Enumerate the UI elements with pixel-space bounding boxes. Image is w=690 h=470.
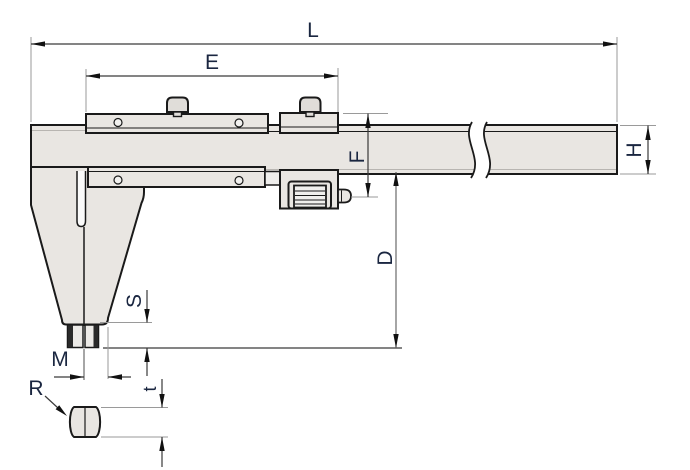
dim-label-R: R <box>28 377 43 400</box>
caliper-drawing <box>30 96 618 438</box>
dim-label-D: D <box>374 250 397 265</box>
dim-label-F: F <box>346 151 369 164</box>
dimension-L <box>30 37 618 122</box>
fine-adjust-step <box>264 170 281 186</box>
dimension-S <box>100 290 152 376</box>
dim-label-L: L <box>307 19 319 42</box>
upper-bar-screw-hole-2 <box>234 118 244 128</box>
dimension-t <box>101 379 168 467</box>
clamp-stub <box>337 188 352 204</box>
lower-bar-screw-hole-2 <box>234 175 244 186</box>
upper-bar-screw-hole-1 <box>113 117 123 128</box>
dimension-M <box>54 327 131 380</box>
dim-label-E: E <box>205 51 219 74</box>
fixed-head <box>30 124 90 168</box>
dimension-R <box>44 395 67 416</box>
dimension-F <box>343 113 388 198</box>
beam-break-symbol <box>468 121 491 179</box>
dim-label-S: S <box>123 294 146 308</box>
dim-label-M: M <box>51 348 69 371</box>
dim-label-H: H <box>623 142 646 157</box>
thumb-screw-right <box>299 96 322 118</box>
thumb-roller <box>293 184 327 209</box>
jaw-cross-section <box>68 406 102 438</box>
thumb-screw-left <box>166 96 189 118</box>
dimension-H <box>620 125 656 175</box>
jaw-slot <box>76 171 87 228</box>
jaw-nibs <box>66 324 100 349</box>
dimension-annotations <box>30 37 656 467</box>
dimension-D <box>103 172 402 349</box>
dim-label-t: t <box>140 386 160 391</box>
lower-bar-screw-hole-1 <box>113 175 123 185</box>
dimension-E <box>85 68 339 112</box>
